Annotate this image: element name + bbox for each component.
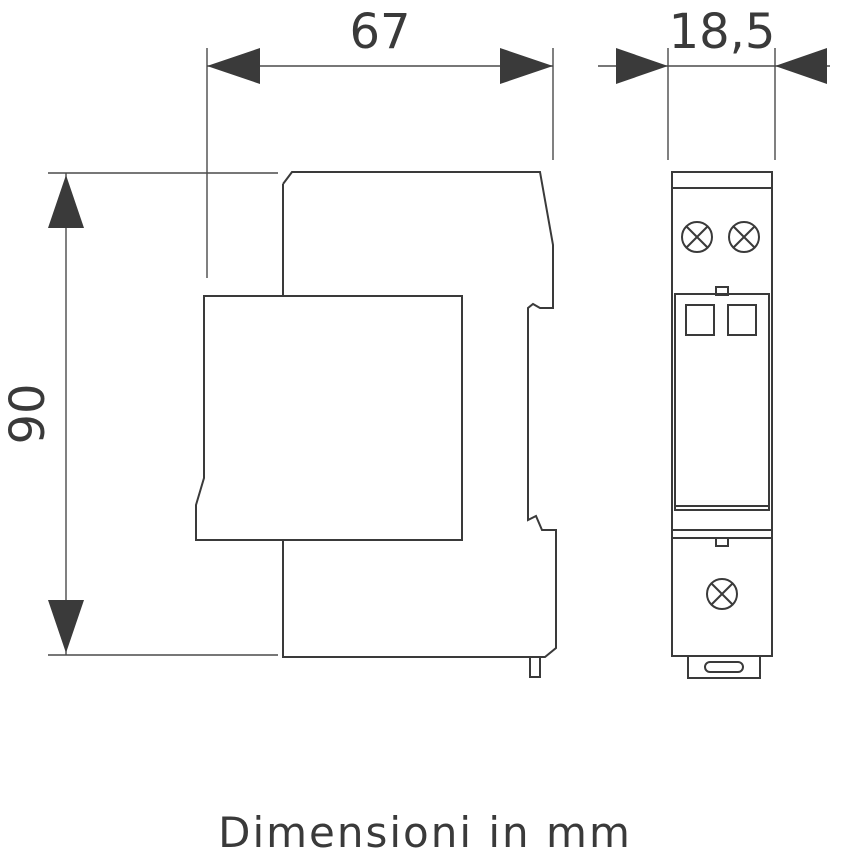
depth-label: 67 [349,4,410,60]
height-label: 90 [0,383,56,444]
width-dimension: 18,5 [598,4,830,160]
screw-icon [706,578,738,610]
indicator-window-left [685,304,715,336]
front-view [671,171,773,679]
front-panel [674,293,770,511]
depth-arrow-left [207,48,260,84]
screw-icon [728,221,760,253]
width-arrow-right [775,48,827,84]
front-panel-tab [715,286,729,296]
front-lower-tab [715,537,729,547]
indicator-window-right [727,304,757,336]
screw-icon [681,221,713,253]
depth-dimension: 67 [206,4,554,278]
width-label: 18,5 [669,4,776,60]
side-front-block [195,295,463,541]
front-body-outline [671,171,773,657]
front-bottom-clip [687,656,761,679]
height-arrow-bottom [48,600,84,653]
depth-arrow-right [500,48,553,84]
side-body-outline [282,171,557,658]
front-clip-slot [704,661,744,673]
height-arrow-top [48,175,84,228]
side-rail-clip [529,656,541,678]
units-caption: Dimensioni in mm [218,808,632,857]
width-arrow-left [616,48,668,84]
side-view [195,171,557,678]
height-dimension: 90 [0,172,278,656]
